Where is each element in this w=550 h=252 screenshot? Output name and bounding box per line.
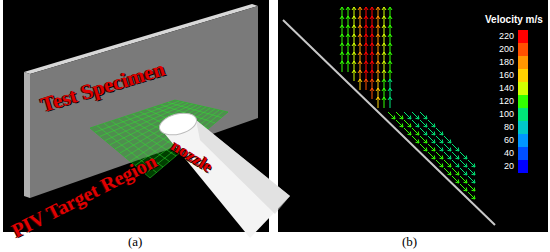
velocity-arrow [420, 120, 427, 127]
legend-row: 80 [480, 121, 528, 134]
velocity-arrow [412, 112, 419, 119]
velocity-arrow [436, 128, 443, 135]
velocity-arrow [420, 112, 427, 119]
velocity-vectors [340, 7, 475, 199]
velocity-arrow [452, 160, 459, 167]
legend-value: 40 [504, 147, 514, 160]
velocity-arrow [376, 97, 380, 108]
legend-swatch [518, 160, 528, 173]
legend-value: 180 [499, 56, 514, 69]
velocity-arrow [460, 160, 467, 167]
velocity-arrow [420, 136, 427, 143]
velocity-arrow [468, 192, 475, 199]
velocity-arrow [460, 152, 467, 159]
velocity-arrow [428, 152, 435, 159]
velocity-arrow [396, 120, 403, 127]
specimen-edge [24, 72, 30, 198]
velocity-arrow [370, 88, 374, 99]
velocity-arrow [404, 120, 411, 127]
velocity-arrow [428, 144, 435, 151]
panel-label: (a) [128, 234, 142, 250]
velocity-arrow [436, 136, 443, 143]
velocity-arrow [444, 144, 451, 151]
legend-value: 160 [499, 69, 514, 82]
velocity-arrow [436, 160, 443, 167]
velocity-arrow [452, 144, 459, 151]
legend-row: 40 [480, 147, 528, 160]
legend-swatch [518, 69, 528, 82]
legend-value: 60 [504, 134, 514, 147]
velocity-arrow [468, 160, 475, 167]
velocity-arrow [358, 79, 362, 90]
velocity-arrow [412, 120, 419, 127]
velocity-arrow [468, 168, 475, 175]
legend-value: 80 [504, 121, 514, 134]
legend-swatch [518, 56, 528, 69]
nozzle-body [157, 109, 290, 238]
legend-row: 20 [480, 160, 528, 173]
legend-value: 120 [499, 95, 514, 108]
legend-row: 140 [480, 82, 528, 95]
legend-row: 120 [480, 95, 528, 108]
legend-swatch [518, 121, 528, 134]
velocity-arrow [460, 176, 467, 183]
velocity-arrow [346, 61, 350, 72]
velocity-arrow [468, 184, 475, 191]
velocity-arrow [404, 112, 411, 119]
legend-row: 160 [480, 69, 528, 82]
velocity-arrow [428, 120, 435, 127]
velocity-arrow [452, 176, 459, 183]
velocity-arrow [436, 144, 443, 151]
legend-row: 180 [480, 56, 528, 69]
legend-value: 100 [499, 108, 514, 121]
velocity-arrow [404, 128, 411, 135]
legend-swatch [518, 147, 528, 160]
velocity-arrow [460, 168, 467, 175]
legend-value: 220 [499, 30, 514, 43]
velocity-arrow [388, 97, 392, 108]
velocity-arrow [428, 136, 435, 143]
velocity-arrow [468, 176, 475, 183]
legend-title: Velocity m/s [485, 14, 543, 25]
legend-value: 140 [499, 82, 514, 95]
legend-value: 20 [504, 160, 514, 173]
velocity-arrow [444, 160, 451, 167]
legend-swatch [518, 134, 528, 147]
velocity-arrow [388, 112, 395, 119]
velocity-arrow [428, 128, 435, 135]
panel-label: (b) [402, 234, 417, 250]
legend-row: 60 [480, 134, 528, 147]
velocity-arrow [340, 61, 344, 72]
velocity-arrow [436, 152, 443, 159]
velocity-arrow [352, 70, 356, 81]
legend-swatch [518, 82, 528, 95]
velocity-arrow [444, 136, 451, 143]
velocity-arrow [420, 144, 427, 151]
legend-swatch [518, 30, 528, 43]
velocity-arrow [412, 128, 419, 135]
panel-b-ground [278, 0, 548, 232]
legend-swatch [518, 108, 528, 121]
legend-row: 220 [480, 30, 528, 43]
velocity-arrow [396, 112, 403, 119]
velocity-arrow [382, 97, 386, 108]
legend-row: 200 [480, 43, 528, 56]
velocity-arrow [364, 79, 368, 90]
velocity-arrow [412, 136, 419, 143]
velocity-arrow [460, 184, 467, 191]
velocity-arrow [452, 168, 459, 175]
legend-swatch [518, 43, 528, 56]
velocity-arrow [420, 128, 427, 135]
velocity-arrow [444, 152, 451, 159]
velocity-arrow [444, 168, 451, 175]
wall-line [283, 20, 495, 225]
velocity-arrow [452, 152, 459, 159]
legend-value: 200 [499, 43, 514, 56]
legend-swatch [518, 95, 528, 108]
legend-row: 100 [480, 108, 528, 121]
